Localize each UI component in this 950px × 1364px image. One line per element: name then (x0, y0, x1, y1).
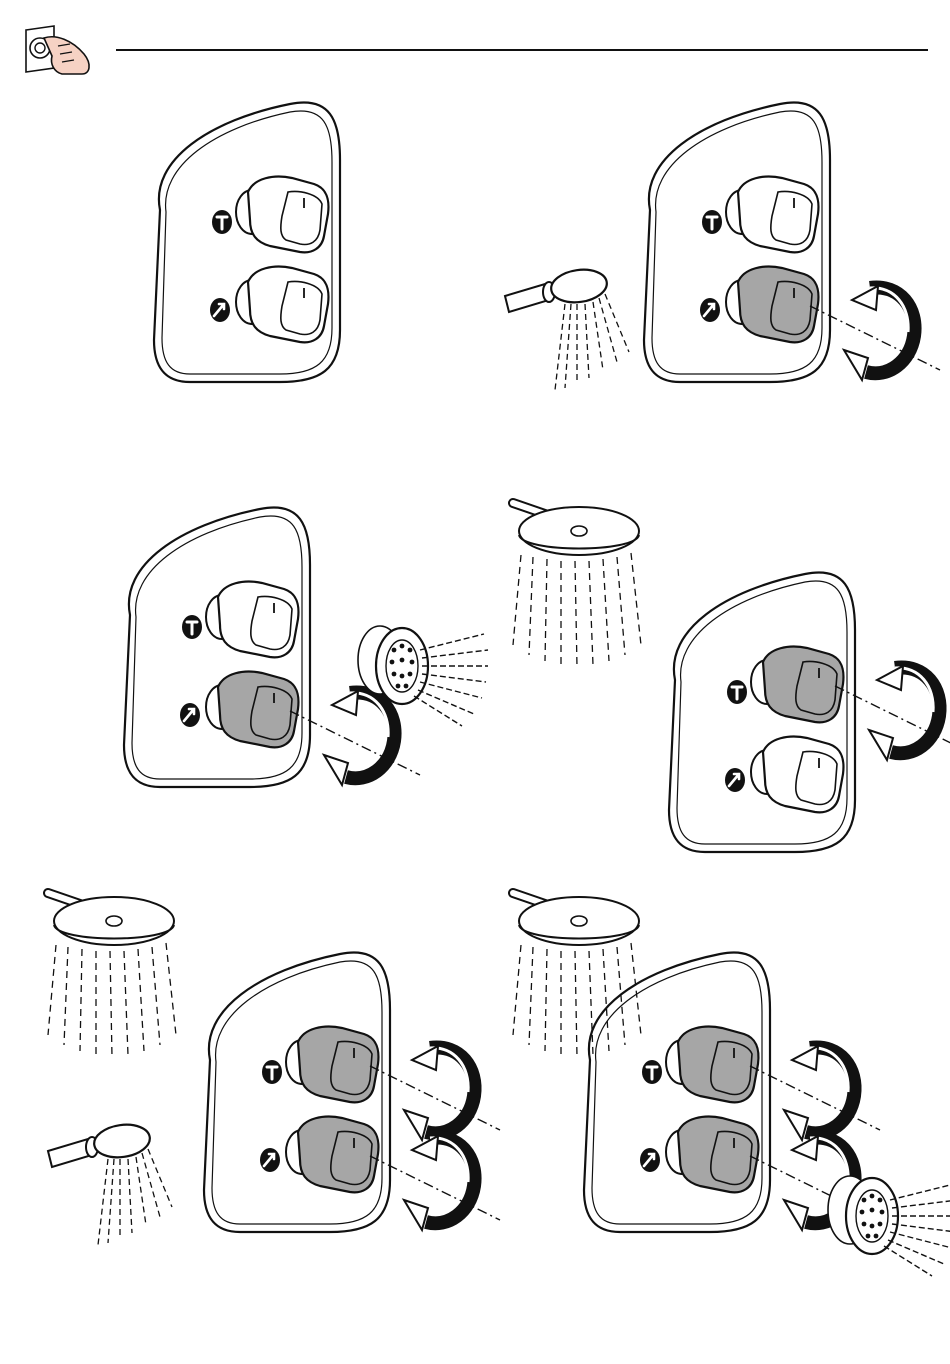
hand-shower-icon (505, 266, 629, 390)
hand-turning-knob-icon (26, 26, 89, 74)
panel-4 (513, 503, 950, 852)
panel-6 (513, 893, 950, 1276)
temperature-symbol-icon (262, 1060, 282, 1084)
body-jet-icon (828, 1176, 950, 1276)
rotate-clockwise-arrow-icon (324, 691, 395, 785)
flow-symbol-icon (180, 703, 200, 727)
rotate-clockwise-arrow-icon (404, 1136, 475, 1230)
temperature-symbol-icon (702, 210, 722, 234)
flow-symbol-icon (210, 298, 230, 322)
panel-2 (505, 102, 940, 390)
flow-symbol-icon (640, 1148, 660, 1172)
temperature-symbol-icon (727, 680, 747, 704)
temperature-symbol-icon (642, 1060, 662, 1084)
overhead-shower-icon (513, 503, 641, 667)
rotate-clockwise-arrow-icon (784, 1046, 855, 1140)
panel-1 (154, 102, 340, 382)
flow-symbol-icon (260, 1148, 280, 1172)
temperature-symbol-icon (182, 615, 202, 639)
rotate-clockwise-arrow-icon (844, 286, 915, 380)
panel-3 (124, 507, 488, 787)
panel-5 (48, 893, 500, 1245)
flow-symbol-icon (725, 768, 745, 792)
rotate-clockwise-arrow-icon (869, 666, 940, 760)
flow-symbol-icon (700, 298, 720, 322)
temperature-symbol-icon (212, 210, 232, 234)
hand-shower-icon (48, 1121, 172, 1245)
rotate-clockwise-arrow-icon (404, 1046, 475, 1140)
overhead-shower-icon (48, 893, 176, 1057)
body-jet-icon (358, 626, 488, 726)
